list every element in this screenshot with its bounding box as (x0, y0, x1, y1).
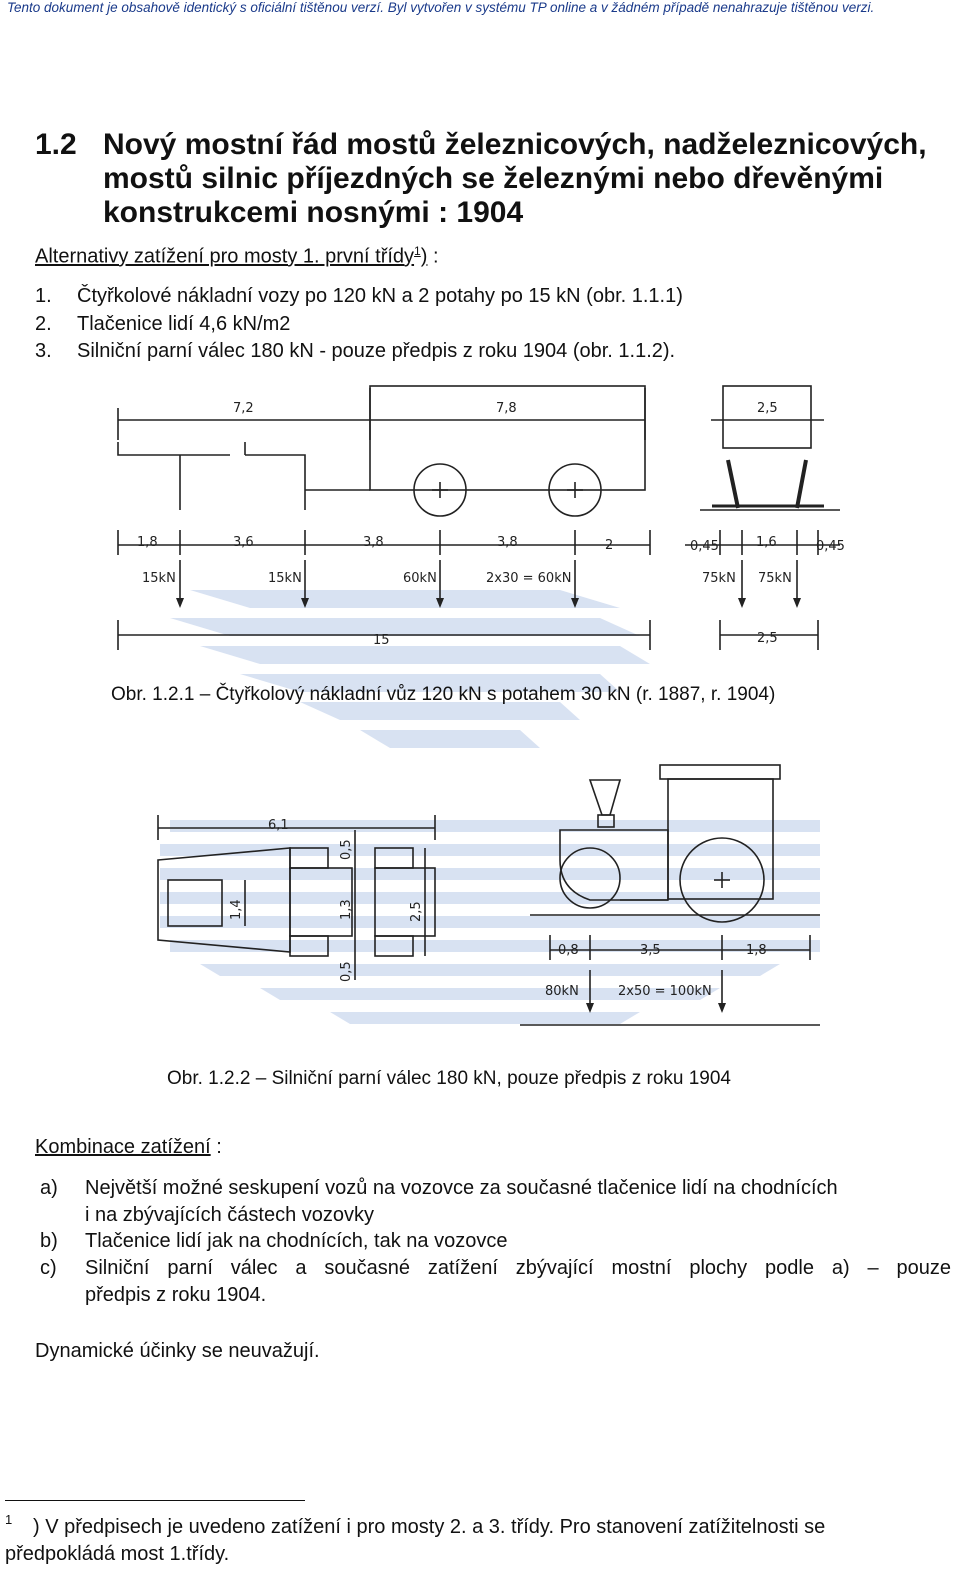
combination-text: Tlačenice lidí jak na chodnících, tak na… (85, 1230, 508, 1252)
combination-text: Silniční parní válec a současné zatížení… (85, 1257, 951, 1279)
alternative-text: Silniční parní válec 180 kN - pouze před… (77, 340, 676, 362)
alternatives-heading: Alternativy zatížení pro mosty 1. první … (35, 244, 439, 268)
section-number: 1.2 (35, 128, 77, 161)
document-notice: Tento dokument je obsahově identický s o… (7, 0, 875, 15)
spacing-label: 1,8 (746, 943, 767, 958)
dim-label: 0,5 (339, 961, 354, 982)
spacing-label: 2 (605, 538, 613, 553)
alternative-number: 3. (35, 340, 52, 362)
combination-text: předpis z roku 1904. (85, 1284, 267, 1306)
figure-caption: Obr. 1.2.2 – Silniční parní válec 180 kN… (167, 1068, 731, 1089)
dim-label: 7,8 (496, 401, 517, 416)
combinations-label: Kombinace zatížení (35, 1136, 211, 1158)
spacing-label: 0,45 (690, 539, 719, 554)
combination-text: i na zbývajících částech vozovky (85, 1204, 375, 1226)
spacing-label: 3,8 (363, 535, 384, 550)
alternatives-label: Alternativy zatížení pro mosty 1. první … (35, 245, 415, 268)
load-label: 80kN (545, 984, 579, 999)
dim-label: 7,2 (233, 401, 254, 416)
dim-label: 15 (373, 633, 390, 648)
dim-label: 2,5 (409, 901, 424, 922)
section-title-line: mostů silnic příjezdných se železnými ne… (103, 162, 884, 195)
dim-label: 1,4 (229, 899, 244, 920)
alternative-item: 2. Tlačenice lidí 4,6 kN/m2 (35, 313, 290, 336)
dim-label: 0,5 (339, 839, 354, 860)
footnote-text: ) V předpisech je uvedeno zatížení i pro… (33, 1516, 826, 1538)
dim-label: 2,5 (757, 401, 778, 416)
footnote-separator (5, 1500, 305, 1501)
combinations-heading: Kombinace zatížení : (35, 1136, 222, 1159)
load-label: 15kN (142, 571, 176, 586)
footnote-ref: 1 (414, 244, 421, 258)
spacing-label: 3,6 (233, 535, 254, 550)
alternative-number: 1. (35, 285, 52, 307)
figure-truck-diagram: 7,2 7,8 2,5 1,8 3,6 3,8 3,8 2 0,45 1,6 0… (117, 385, 845, 650)
load-label: 75kN (702, 571, 736, 586)
load-label: 75kN (758, 571, 792, 586)
alternative-number: 2. (35, 313, 52, 335)
figure-roller-diagram: 6,1 0,5 1,4 1,3 2,5 0,5 0,8 3,5 1,8 80kN… (157, 764, 820, 1026)
footnote-mark: 1 (5, 1512, 13, 1527)
spacing-label: 0,8 (558, 943, 579, 958)
spacing-label: 3,8 (497, 535, 518, 550)
dim-label: 2,5 (757, 631, 778, 646)
section-title: Nový mostní řád mostů železnicových, nad… (103, 128, 953, 230)
combination-text: Největší možné seskupení vozů na vozovce… (85, 1177, 838, 1199)
section-title-line: konstrukcemi nosnými : 1904 (103, 196, 524, 229)
spacing-label: 0,45 (816, 539, 845, 554)
spacing-label: 3,5 (640, 943, 661, 958)
footnote-text: předpokládá most 1.třídy. (5, 1543, 230, 1565)
figure-caption: Obr. 1.2.1 – Čtyřkolový nákladní vůz 120… (111, 684, 776, 705)
load-label: 2x50 = 100kN (618, 984, 712, 999)
load-label: 15kN (268, 571, 302, 586)
load-label: 2x30 = 60kN (486, 571, 571, 586)
load-label: 60kN (403, 571, 437, 586)
combination-label: c) (40, 1257, 57, 1279)
alternative-item: 3. Silniční parní válec 180 kN - pouze p… (35, 340, 675, 363)
combination-label: b) (40, 1230, 58, 1252)
spacing-label: 1,8 (137, 535, 158, 550)
section-title-line: Nový mostní řád mostů železnicových, nad… (103, 128, 927, 161)
combinations-suffix: : (210, 1136, 222, 1158)
alternative-text: Čtyřkolové nákladní vozy po 120 kN a 2 p… (77, 285, 683, 307)
note-text: Dynamické účinky se neuvažují. (35, 1340, 320, 1362)
spacing-label: 1,6 (756, 535, 777, 550)
dim-label: 1,3 (339, 899, 354, 920)
alternative-text: Tlačenice lidí 4,6 kN/m2 (77, 313, 291, 335)
dim-label: 6,1 (268, 818, 289, 833)
alternative-item: 1. Čtyřkolové nákladní vozy po 120 kN a … (35, 285, 683, 308)
watermark-logo (160, 590, 820, 1024)
combination-label: a) (40, 1177, 58, 1199)
